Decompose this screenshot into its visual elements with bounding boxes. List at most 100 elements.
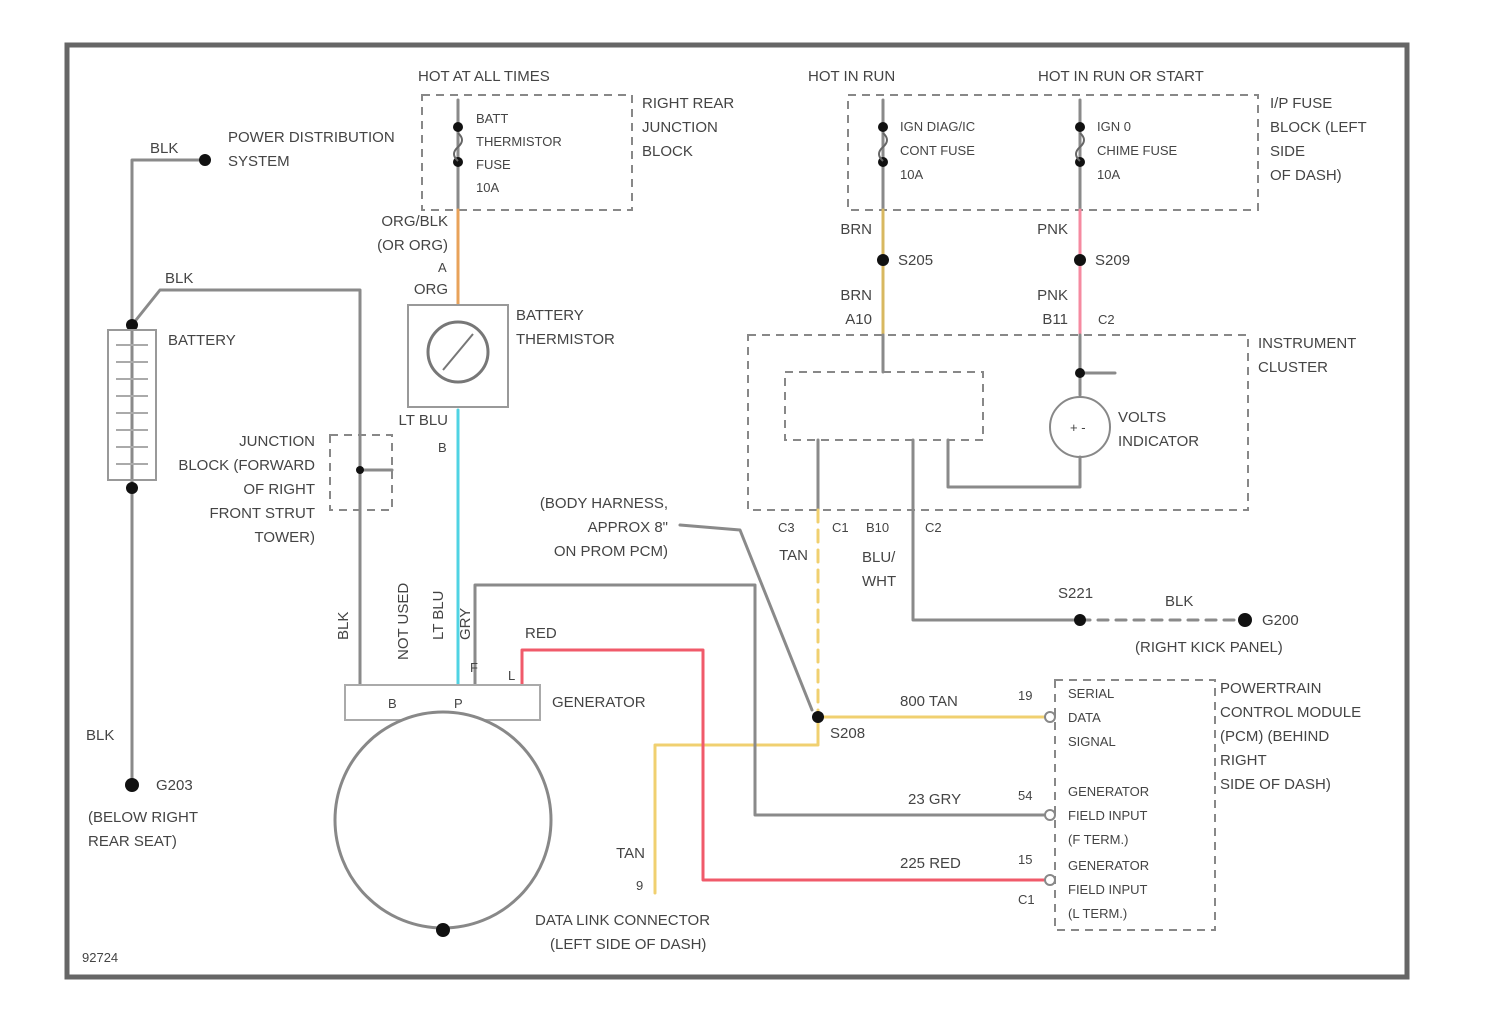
ground-rear-seat-2: REAR SEAT) <box>88 833 177 850</box>
svg-text:FIELD INPUT: FIELD INPUT <box>1068 808 1148 823</box>
svg-text:225 RED: 225 RED <box>900 855 961 872</box>
svg-text:BLOCK (LEFT: BLOCK (LEFT <box>1270 119 1367 136</box>
power-dist-terminal <box>199 154 211 166</box>
svg-text:54: 54 <box>1018 788 1032 803</box>
svg-text:L: L <box>508 668 515 683</box>
svg-text:BLOCK: BLOCK <box>642 143 693 160</box>
svg-text:BLOCK (FORWARD: BLOCK (FORWARD <box>178 457 315 474</box>
figure-id: 92724 <box>82 950 118 965</box>
svg-text:(BODY HARNESS,: (BODY HARNESS, <box>540 495 668 512</box>
svg-text:OF DASH): OF DASH) <box>1270 167 1342 184</box>
power-dist-label-1: POWER DISTRIBUTION <box>228 129 395 146</box>
svg-text:B: B <box>388 696 397 711</box>
svg-text:OF RIGHT: OF RIGHT <box>243 481 315 498</box>
svg-text:TAN: TAN <box>779 547 808 564</box>
battery-thermistor-body <box>408 305 508 407</box>
svg-text:P: P <box>454 696 463 711</box>
svg-text:(RIGHT KICK PANEL): (RIGHT KICK PANEL) <box>1135 639 1283 656</box>
svg-text:ORG/BLK: ORG/BLK <box>381 213 448 230</box>
svg-text:I/P FUSE: I/P FUSE <box>1270 95 1332 112</box>
splice-s208 <box>812 711 824 723</box>
svg-text:CONT FUSE: CONT FUSE <box>900 143 975 158</box>
svg-text:CHIME FUSE: CHIME FUSE <box>1097 143 1178 158</box>
svg-text:CONTROL MODULE: CONTROL MODULE <box>1220 704 1361 721</box>
svg-text:RIGHT: RIGHT <box>1220 752 1267 769</box>
svg-text:GRY: GRY <box>457 608 474 640</box>
header-hot-in-run: HOT IN RUN <box>808 68 895 85</box>
svg-text:PNK: PNK <box>1037 287 1068 304</box>
blk-wire-power-dist <box>132 160 205 490</box>
svg-text:B11: B11 <box>1042 311 1068 328</box>
svg-text:DATA LINK CONNECTOR: DATA LINK CONNECTOR <box>535 912 710 929</box>
svg-text:LT BLU: LT BLU <box>399 412 448 429</box>
svg-text:(F TERM.): (F TERM.) <box>1068 832 1128 847</box>
svg-text:23 GRY: 23 GRY <box>908 791 961 808</box>
svg-text:10A: 10A <box>900 167 923 182</box>
svg-text:PNK: PNK <box>1037 221 1068 238</box>
svg-text:WHT: WHT <box>862 573 896 590</box>
svg-text:INDICATOR: INDICATOR <box>1118 433 1199 450</box>
ground-g203-label: G203 <box>156 777 193 794</box>
data-link-wire <box>655 717 818 893</box>
wire-label-blk-batt: BLK <box>165 270 193 287</box>
svg-text:FUSE: FUSE <box>476 157 511 172</box>
svg-text:SIDE: SIDE <box>1270 143 1305 160</box>
svg-text:BATTERY: BATTERY <box>516 307 584 324</box>
svg-text:SIGNAL: SIGNAL <box>1068 734 1116 749</box>
generator-symbol <box>335 685 551 937</box>
wire-label-blk-lower: BLK <box>86 727 114 744</box>
svg-text:(OR ORG): (OR ORG) <box>377 237 448 254</box>
svg-text:A10: A10 <box>845 311 872 328</box>
svg-text:B10: B10 <box>866 520 889 535</box>
svg-text:9: 9 <box>636 878 643 893</box>
svg-text:GENERATOR: GENERATOR <box>1068 858 1149 873</box>
svg-text:JUNCTION: JUNCTION <box>239 433 315 450</box>
svg-text:(LEFT SIDE OF DASH): (LEFT SIDE OF DASH) <box>550 936 706 953</box>
svg-text:BRN: BRN <box>840 287 872 304</box>
svg-text:IGN DIAG/IC: IGN DIAG/IC <box>900 119 975 134</box>
svg-text:GENERATOR: GENERATOR <box>1068 784 1149 799</box>
ground-g203 <box>125 778 139 792</box>
svg-text:FRONT STRUT: FRONT STRUT <box>209 505 315 522</box>
svg-text:THERMISTOR: THERMISTOR <box>476 134 562 149</box>
svg-text:TOWER): TOWER) <box>254 529 315 546</box>
svg-text:ON PROM PCM): ON PROM PCM) <box>554 543 668 560</box>
svg-text:APPROX 8": APPROX 8" <box>588 519 668 536</box>
svg-text:CLUSTER: CLUSTER <box>1258 359 1328 376</box>
battery-negative-terminal <box>126 482 138 494</box>
svg-text:BRN: BRN <box>840 221 872 238</box>
svg-text:C1: C1 <box>1018 892 1035 907</box>
svg-text:G200: G200 <box>1262 612 1299 629</box>
svg-text:19: 19 <box>1018 688 1032 703</box>
svg-text:C2: C2 <box>1098 312 1115 327</box>
svg-text:(PCM) (BEHIND: (PCM) (BEHIND <box>1220 728 1329 745</box>
svg-text:BLU/: BLU/ <box>862 549 896 566</box>
svg-text:800 TAN: 800 TAN <box>900 693 958 710</box>
svg-text:10A: 10A <box>1097 167 1120 182</box>
svg-text:LT BLU: LT BLU <box>430 591 447 640</box>
svg-text:BLK: BLK <box>1165 593 1193 610</box>
svg-text:INSTRUMENT: INSTRUMENT <box>1258 335 1356 352</box>
svg-text:FIELD INPUT: FIELD INPUT <box>1068 882 1148 897</box>
svg-text:C3: C3 <box>778 520 795 535</box>
svg-text:SERIAL: SERIAL <box>1068 686 1114 701</box>
svg-text:C2: C2 <box>925 520 942 535</box>
svg-text:S221: S221 <box>1058 585 1093 602</box>
ground-g200 <box>1238 613 1252 627</box>
svg-text:IGN 0: IGN 0 <box>1097 119 1131 134</box>
svg-text:NOT USED: NOT USED <box>395 583 412 660</box>
splice-s209 <box>1074 254 1086 266</box>
wire-label-blk-left: BLK <box>335 612 352 640</box>
power-dist-label-2: SYSTEM <box>228 153 290 170</box>
svg-text:F: F <box>470 660 478 675</box>
forward-block-junction <box>356 466 364 474</box>
splice-s221 <box>1074 614 1086 626</box>
fuse-terminal-top <box>453 122 463 132</box>
svg-text:POWERTRAIN: POWERTRAIN <box>1220 680 1321 697</box>
svg-text:TAN: TAN <box>616 845 645 862</box>
generator-label: GENERATOR <box>552 694 646 711</box>
svg-text:C1: C1 <box>832 520 849 535</box>
svg-text:A: A <box>438 260 447 275</box>
header-hot-all-times: HOT AT ALL TIMES <box>418 68 550 85</box>
